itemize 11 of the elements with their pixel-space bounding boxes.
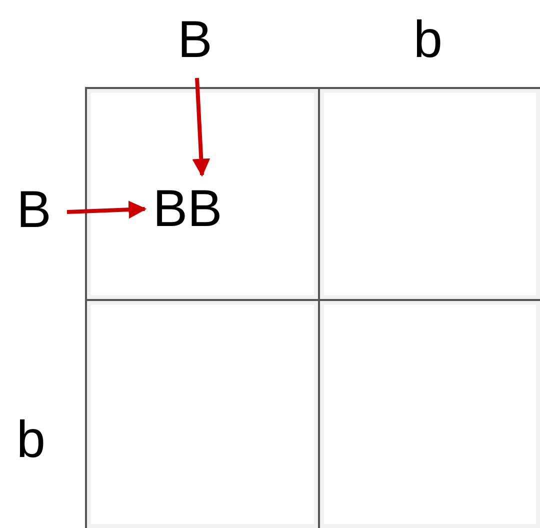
square-cell (318, 87, 540, 301)
allele-label: b (393, 12, 463, 68)
square-cell (318, 299, 540, 528)
allele-label: b (2, 412, 60, 468)
arrow (66, 200, 147, 219)
allele-label: B (160, 12, 230, 68)
square-cell (85, 299, 320, 528)
square-cell (85, 87, 320, 301)
arrow (192, 78, 210, 177)
genotype-label: BB (152, 183, 222, 235)
allele-label: B (5, 182, 63, 238)
